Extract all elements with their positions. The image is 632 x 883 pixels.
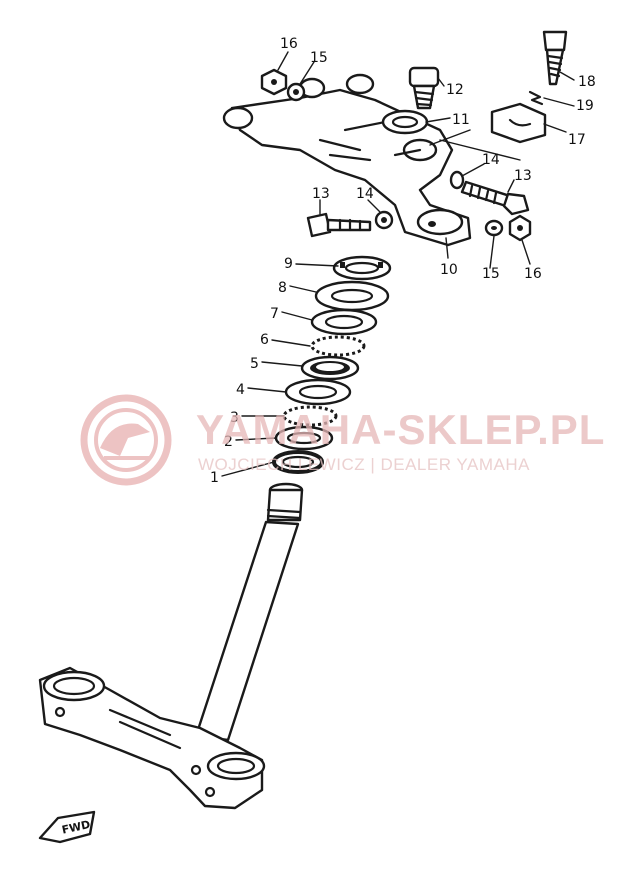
label-part-2: 2 — [224, 434, 233, 450]
race-4 — [284, 378, 352, 406]
label-part-3: 3 — [230, 410, 239, 426]
nut-16-right — [508, 214, 532, 242]
label-part-15-top: 15 — [310, 50, 328, 66]
label-part-18: 18 — [578, 74, 596, 90]
watermark-logo-icon — [80, 394, 172, 486]
label-part-16-right: 16 — [524, 266, 542, 282]
washer-11 — [381, 109, 429, 135]
balls-6 — [310, 335, 366, 357]
label-part-13-left: 13 — [312, 186, 330, 202]
label-part-11: 11 — [452, 112, 470, 128]
cap-17 — [490, 102, 547, 144]
race-2 — [274, 425, 334, 451]
label-part-12: 12 — [446, 82, 464, 98]
watermark: YAMAHA-SKLEP.PL WOJCIECH LEWICZ | DEALER… — [80, 394, 605, 486]
leader-lines — [221, 51, 575, 477]
label-part-14-left: 14 — [356, 186, 374, 202]
label-part-1: 1 — [210, 470, 219, 486]
lower-bracket — [38, 666, 266, 810]
label-part-4: 4 — [236, 382, 245, 398]
ring-nut-9 — [332, 255, 392, 281]
label-part-14-right: 14 — [482, 152, 500, 168]
part-labels: 9 8 7 6 5 4 3 2 1 10 11 12 13 13 14 14 1… — [210, 36, 596, 486]
nut-16-top — [260, 68, 288, 96]
bolt-13-left — [306, 212, 372, 238]
washer-14-right — [449, 170, 465, 190]
cover-8 — [314, 280, 390, 312]
label-part-15-right: 15 — [482, 266, 500, 282]
label-part-9: 9 — [284, 256, 293, 272]
label-part-13-right: 13 — [514, 168, 532, 184]
upper-bracket — [222, 73, 472, 247]
bolt-18 — [542, 30, 568, 86]
label-part-7: 7 — [270, 306, 279, 322]
watermark-subtitle: WOJCIECH LEWICZ | DEALER YAMAHA — [198, 455, 530, 474]
label-part-8: 8 — [278, 280, 287, 296]
label-part-16-top: 16 — [280, 36, 298, 52]
seal-1 — [272, 450, 324, 474]
race-7 — [310, 308, 378, 336]
bolt-13-right — [460, 180, 530, 216]
watermark-title: YAMAHA-SKLEP.PL — [196, 406, 605, 453]
label-part-10: 10 — [440, 262, 458, 278]
race-5 — [300, 355, 360, 381]
balls-3 — [282, 405, 338, 427]
label-part-5: 5 — [250, 356, 259, 372]
label-part-17: 17 — [568, 132, 586, 148]
spring-washer-19 — [528, 90, 544, 106]
front-marker-text: FWD — [61, 818, 92, 837]
bolt-12 — [408, 66, 440, 110]
label-part-6: 6 — [260, 332, 269, 348]
front-direction-marker: FWD — [38, 810, 96, 844]
steering-stem — [194, 482, 304, 742]
label-part-19: 19 — [576, 98, 594, 114]
